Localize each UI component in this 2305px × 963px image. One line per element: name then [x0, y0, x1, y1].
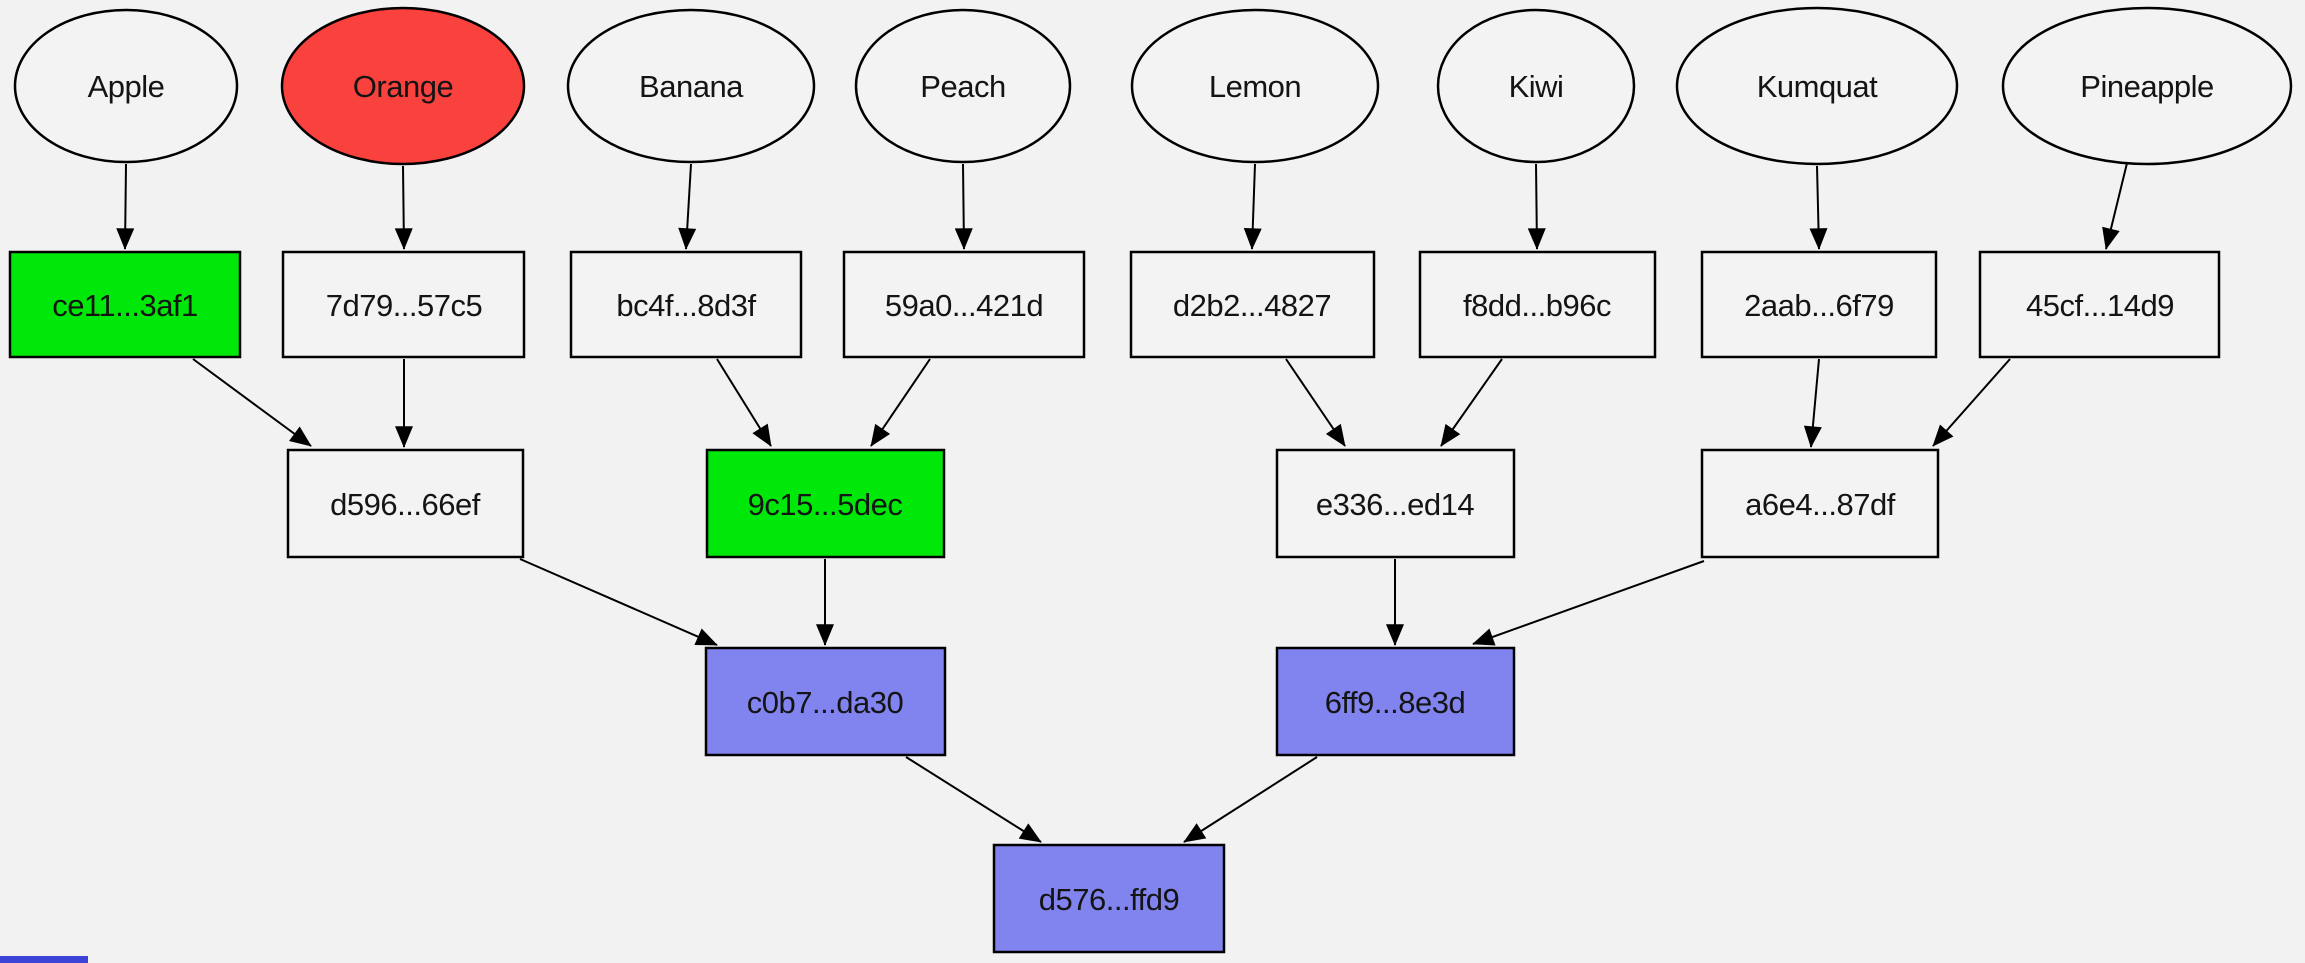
hash-box	[1700, 448, 1940, 559]
hash-node-ce11: ce11...3af1	[8, 250, 242, 359]
edge-d2b2-to-e336	[1285, 358, 1346, 447]
hash-label: ce11...3af1	[52, 288, 198, 323]
apple-ellipse	[13, 8, 239, 164]
fruit-node-apple: Apple	[13, 8, 239, 164]
hash-label: 7d79...57c5	[326, 288, 483, 323]
edge-a6e4-to-6ff9	[1472, 560, 1705, 646]
hash-box	[992, 843, 1226, 954]
edge-6ff9-to-d576	[1183, 756, 1318, 843]
hash-label: 2aab...6f79	[1744, 288, 1894, 323]
edges	[116, 158, 2129, 843]
fruit-nodes: Apple Orange Banana Peach Lemon Kiwi Kum…	[13, 6, 2293, 166]
edge-d596-to-c0b7	[519, 558, 718, 646]
edge-f8dd-to-e336	[1440, 358, 1503, 447]
hash-node-d596: d596...66ef	[286, 448, 525, 559]
hash-label: 59a0...421d	[885, 288, 1043, 323]
edge-kumquat-to-2aab	[1809, 165, 1828, 250]
pineapple-ellipse	[2001, 6, 2293, 166]
bottom-left-blue-bar	[0, 956, 88, 963]
hash-box	[1275, 448, 1516, 559]
fruit-label: Lemon	[1209, 69, 1301, 104]
fruit-label: Kumquat	[1757, 69, 1878, 104]
edge-kiwi-to-f8dd	[1527, 163, 1546, 250]
edge-apple-to-ce11	[116, 163, 135, 250]
fruit-label: Orange	[353, 69, 453, 104]
fruit-node-peach: Peach	[854, 8, 1072, 164]
hash-box	[1129, 250, 1376, 359]
hash-label: bc4f...8d3f	[616, 288, 756, 323]
fruit-label: Pineapple	[2080, 69, 2213, 104]
hash-label: 6ff9...8e3d	[1325, 685, 1465, 720]
kumquat-ellipse	[1675, 6, 1959, 166]
kiwi-ellipse	[1436, 8, 1636, 164]
hash-box	[842, 250, 1086, 359]
hash-label: c0b7...da30	[747, 685, 904, 720]
fruit-node-pineapple: Pineapple	[2001, 6, 2293, 166]
fruit-label: Kiwi	[1509, 69, 1564, 104]
lemon-ellipse	[1130, 8, 1380, 164]
branch-hash-nodes: d596...66ef 9c15...5dec e336...ed14 a6e4…	[286, 448, 1940, 559]
hash-node-d2b2: d2b2...4827	[1129, 250, 1376, 359]
hash-label: f8dd...b96c	[1463, 288, 1611, 323]
leaf-hash-nodes: ce11...3af1 7d79...57c5 bc4f...8d3f 59a0…	[8, 250, 2221, 359]
orange-ellipse	[280, 6, 526, 166]
hash-label: d2b2...4827	[1173, 288, 1331, 323]
hash-box	[1700, 250, 1938, 359]
edge-peach-to-59a0	[954, 163, 973, 250]
edge-pineapple-to-45cf	[2102, 158, 2129, 250]
hash-node-59a0: 59a0...421d	[842, 250, 1086, 359]
hash-box	[1418, 250, 1657, 359]
fruit-label: Banana	[639, 69, 744, 104]
edge-59a0-to-9c15	[870, 358, 931, 447]
hash-label: e336...ed14	[1316, 487, 1475, 522]
banana-ellipse	[566, 8, 816, 164]
hash-node-45cf: 45cf...14d9	[1978, 250, 2221, 359]
hash-box	[286, 448, 525, 559]
hash-box	[569, 250, 803, 359]
fruit-node-orange: Orange	[280, 6, 526, 166]
edge-2aab-to-a6e4	[1803, 358, 1822, 448]
edge-45cf-to-a6e4	[1932, 358, 2011, 447]
pair-hash-nodes: c0b7...da30 6ff9...8e3d	[704, 646, 1516, 757]
hash-box	[1978, 250, 2221, 359]
hash-node-c0b7: c0b7...da30	[704, 646, 947, 757]
hash-node-e336: e336...ed14	[1275, 448, 1516, 559]
edge-lemon-to-d2b2	[1243, 163, 1262, 250]
hash-node-bc4f: bc4f...8d3f	[569, 250, 803, 359]
fruit-node-banana: Banana	[566, 8, 816, 164]
edge-bc4f-to-9c15	[716, 358, 772, 447]
edge-c0b7-to-d576	[905, 756, 1042, 843]
hash-node-2aab: 2aab...6f79	[1700, 250, 1938, 359]
edge-banana-to-bc4f	[678, 163, 697, 250]
hash-box	[704, 646, 947, 757]
edge-orange-to-7d79	[394, 165, 413, 250]
hash-box	[1275, 646, 1516, 757]
hash-box	[705, 448, 946, 559]
fruit-label: Peach	[920, 69, 1005, 104]
hash-node-f8dd: f8dd...b96c	[1418, 250, 1657, 359]
fruit-label: Apple	[88, 69, 165, 104]
hash-node-a6e4: a6e4...87df	[1700, 448, 1940, 559]
hash-node-7d79: 7d79...57c5	[281, 250, 526, 359]
hash-label: a6e4...87df	[1745, 487, 1896, 522]
hash-box	[281, 250, 526, 359]
hash-label: d576...ffd9	[1039, 882, 1179, 917]
hash-node-9c15: 9c15...5dec	[705, 448, 946, 559]
hash-label: d596...66ef	[330, 487, 481, 522]
edge-ce11-to-d596	[192, 358, 312, 447]
root-hash-node: d576...ffd9	[992, 843, 1226, 954]
fruit-node-lemon: Lemon	[1130, 8, 1380, 164]
hash-box	[8, 250, 242, 359]
hash-label: 45cf...14d9	[2026, 288, 2174, 323]
fruit-node-kiwi: Kiwi	[1436, 8, 1636, 164]
hash-label: 9c15...5dec	[748, 487, 903, 522]
fruit-node-kumquat: Kumquat	[1675, 6, 1959, 166]
hash-node-6ff9: 6ff9...8e3d	[1275, 646, 1516, 757]
peach-ellipse	[854, 8, 1072, 164]
